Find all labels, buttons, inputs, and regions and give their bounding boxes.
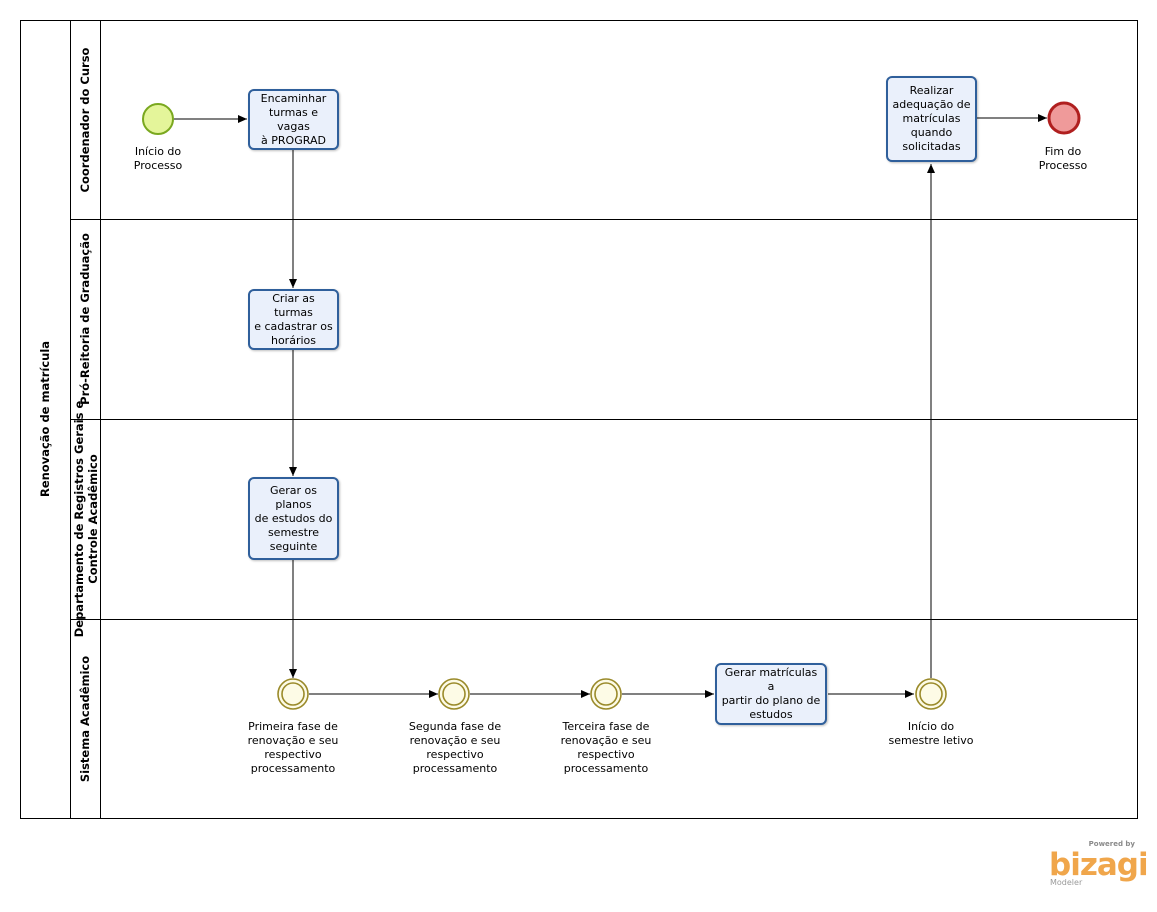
lane-title-drgca: Departamento de Registros Gerais e Contr… <box>72 400 100 638</box>
intermediate-event-fase1 <box>277 678 309 710</box>
intermediate-event-ring <box>919 682 943 706</box>
bizagi-logo: bizagi <box>1049 847 1149 883</box>
intermediate-event-fase3 <box>590 678 622 710</box>
intermediate-event-fase2 <box>438 678 470 710</box>
modeler-text: Modeler <box>1050 878 1083 887</box>
intermediate-event-ring <box>281 682 305 706</box>
intermediate-event-inicio-semestre <box>915 678 947 710</box>
lane-title-sistema: Sistema Acadêmico <box>78 655 92 783</box>
lane-title-coordenador: Coordenador do Curso <box>78 47 92 193</box>
bizagi-branding: Powered by bizagi Modeler <box>1049 840 1149 890</box>
start-event <box>142 103 174 135</box>
powered-by-text: Powered by <box>1088 840 1135 848</box>
intermediate-event-ring <box>594 682 618 706</box>
lane-title-prograd: Pró-Reitoria de Graduação <box>78 233 92 405</box>
pool-title: Renovação de matrícula <box>38 340 52 498</box>
end-event <box>1047 101 1081 135</box>
intermediate-event-ring <box>442 682 466 706</box>
